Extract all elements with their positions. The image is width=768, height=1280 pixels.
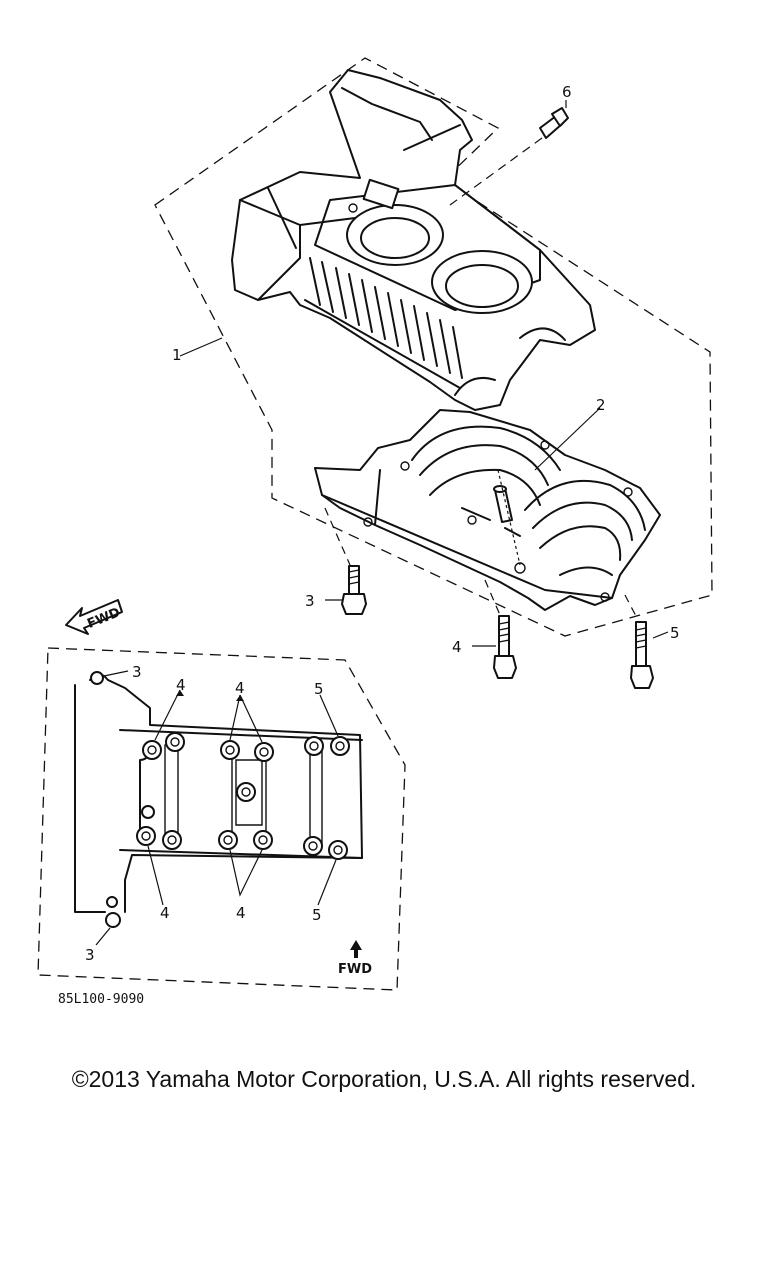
copyright-notice: ©2013 Yamaha Motor Corporation, U.S.A. A… — [71, 1066, 697, 1092]
assembly-boundary-dashed — [154, 57, 713, 637]
plug-part-6 — [449, 100, 569, 206]
dowel-pin — [493, 407, 601, 566]
label-part-1: 1 — [172, 346, 182, 364]
plan-fwd-arrow-icon — [350, 940, 362, 958]
label-part-4: 4 — [452, 638, 462, 656]
plan-label-3-bottom: 3 — [85, 946, 95, 964]
bolt-part-3 — [324, 507, 367, 615]
bolt-part-4 — [472, 579, 517, 679]
plan-label-3-top: 3 — [132, 663, 142, 681]
plan-label-5-bottom: 5 — [312, 906, 322, 924]
plan-label-5-top: 5 — [314, 680, 324, 698]
plan-fwd-label: FWD — [338, 962, 372, 977]
plan-label-4-bottom-center: 4 — [236, 904, 246, 922]
bolt-part-5 — [624, 594, 669, 689]
label-part-6: 6 — [562, 83, 572, 101]
fwd-arrow-icon: FWD — [65, 599, 123, 635]
plan-view: 3 4 4 5 4 4 5 3 FWD — [37, 647, 406, 991]
label-part-3: 3 — [305, 592, 315, 610]
lower-crankcase — [314, 409, 661, 611]
upper-crankcase — [231, 69, 596, 411]
label-part-2: 2 — [596, 396, 606, 414]
plan-label-4-bottom-left: 4 — [160, 904, 170, 922]
plan-label-4-top-left: 4 — [176, 676, 186, 694]
plan-label-4-top-center: 4 — [235, 679, 245, 697]
cooling-fins — [304, 257, 463, 389]
label-part-5: 5 — [670, 624, 680, 642]
drawing-code: 85L100-9090 — [58, 992, 144, 1007]
